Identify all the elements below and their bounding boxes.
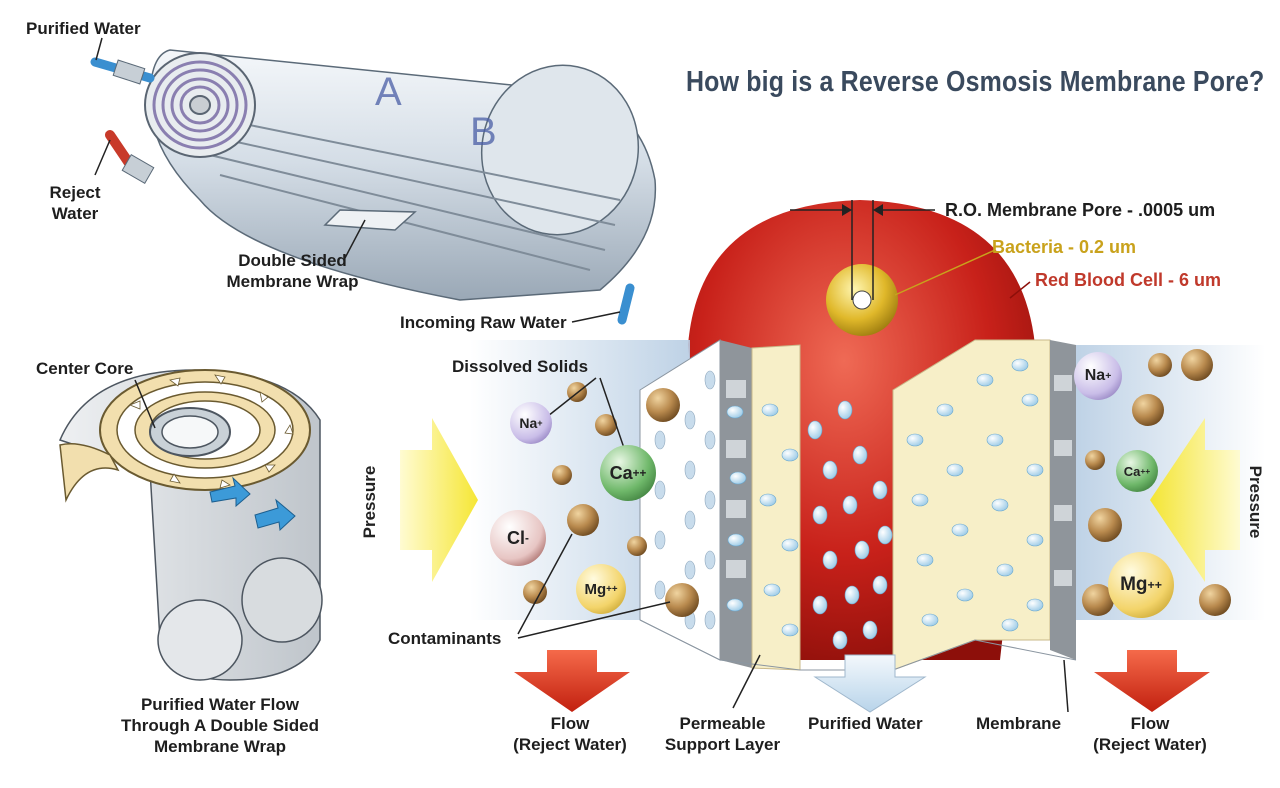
dissolved-solids-label: Dissolved Solids (452, 357, 589, 376)
contaminants-label: Contaminants (388, 629, 502, 648)
pressure-right-label: Pressure (1246, 465, 1265, 539)
double-sided-wrap-label: Double Sided Membrane Wrap (215, 250, 370, 292)
core-caption: Purified Water Flow Through A Double Sid… (100, 694, 340, 757)
calcium-ion-right: Ca++ (1116, 450, 1158, 492)
permeable-support-layer-label: Permeable Support Layer (650, 713, 795, 755)
diagram-title: How big is a Reverse Osmosis Membrane Po… (686, 66, 1265, 98)
reject-water-line2: Water (51, 204, 99, 223)
flow-left-line2: (Reject Water) (513, 735, 627, 754)
flow-reject-right-label: Flow (Reject Water) (1075, 713, 1225, 755)
double-sided-line1: Double Sided (238, 251, 347, 270)
incoming-raw-water-label: Incoming Raw Water (400, 313, 567, 332)
pressure-left-label: Pressure (360, 465, 379, 539)
permeable-line2: Support Layer (664, 735, 781, 754)
pore-size-label: R.O. Membrane Pore - .0005 um (945, 200, 1216, 220)
chloride-ion-left: Cl- (490, 510, 546, 566)
core-caption-line2: Through A Double Sided (121, 716, 319, 735)
ro-module-cutaway: A B (90, 49, 657, 325)
flow-right-line1: Flow (1130, 714, 1170, 733)
permeable-line1: Permeable (679, 714, 766, 733)
membrane-label: Membrane (976, 714, 1062, 733)
sodium-ion-left: Na+ (510, 402, 552, 444)
magnesium-ion-left: Mg++ (576, 564, 626, 614)
purified-water-label: Purified Water (808, 714, 923, 733)
reject-water-line1: Reject (49, 183, 101, 202)
bacteria-size-label: Bacteria - 0.2 um (992, 237, 1137, 257)
svg-text:A: A (375, 70, 402, 114)
double-sided-line2: Membrane Wrap (226, 272, 359, 291)
calcium-ion-left: Ca++ (600, 445, 656, 501)
center-core-label: Center Core (36, 359, 134, 378)
reject-water-outlet-label: Reject Water (40, 182, 110, 224)
purified-water-outlet-label: Purified Water (26, 19, 141, 38)
svg-text:B: B (470, 110, 497, 154)
core-caption-line3: Membrane Wrap (154, 737, 286, 756)
flow-right-line2: (Reject Water) (1093, 735, 1207, 754)
flow-left-line1: Flow (550, 714, 590, 733)
magnesium-ion-right: Mg++ (1108, 552, 1174, 618)
flow-reject-left-label: Flow (Reject Water) (495, 713, 645, 755)
center-core-illustration (58, 369, 323, 681)
core-caption-line1: Purified Water Flow (140, 695, 300, 714)
sodium-ion-right: Na+ (1074, 352, 1122, 400)
rbc-size-label: Red Blood Cell - 6 um (1035, 270, 1222, 290)
